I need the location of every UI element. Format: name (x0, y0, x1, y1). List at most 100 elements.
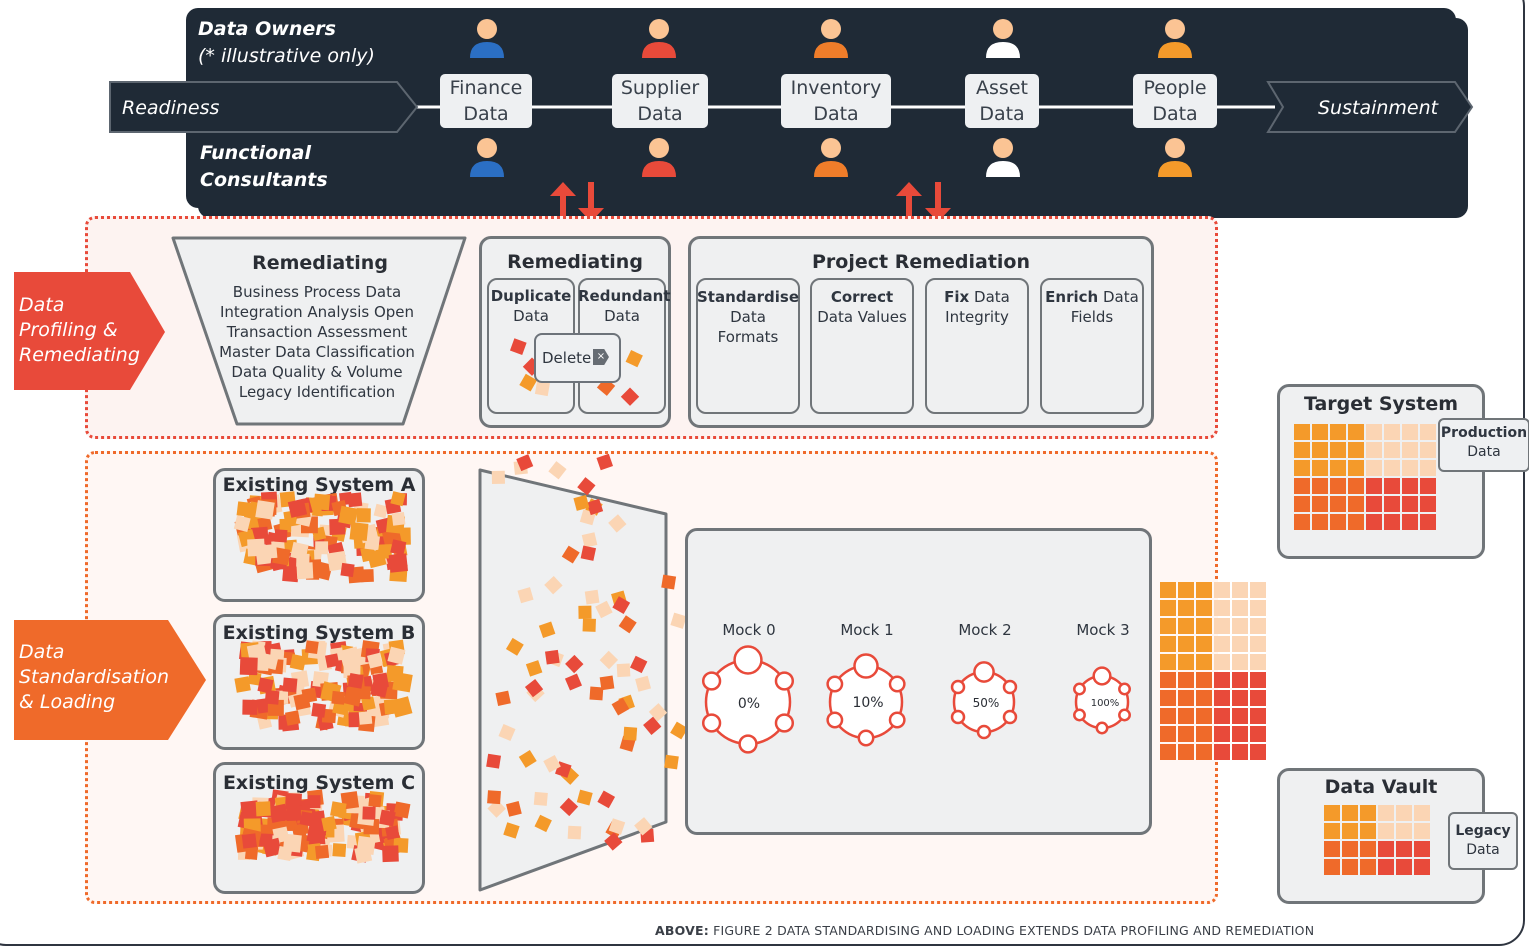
system-a-title: Existing System A (222, 474, 416, 496)
grid-cell (1402, 460, 1418, 476)
flow-arrows-asset (896, 182, 951, 222)
grid-cell (1160, 654, 1176, 670)
grid-cell (1250, 636, 1266, 652)
record-square (648, 703, 668, 722)
record-square (559, 797, 579, 817)
record-square (525, 660, 543, 677)
grid-cell (1178, 654, 1194, 670)
funnel-items: Business Process Data Integration Analys… (219, 283, 415, 401)
record-square (239, 657, 258, 676)
record-square (262, 543, 278, 559)
grid-cell (1342, 841, 1358, 857)
grid-cell (1330, 478, 1346, 494)
record-square (670, 612, 687, 629)
grid-cell (1330, 460, 1346, 476)
grid-cell (1214, 672, 1230, 688)
grid-cell (1324, 841, 1340, 857)
record-square (391, 696, 413, 718)
record-square (533, 791, 548, 806)
grid-cell (1160, 618, 1176, 634)
record-square (290, 541, 309, 561)
record-square (635, 675, 652, 692)
grid-cell (1414, 859, 1430, 875)
record-square (564, 673, 582, 691)
record-square (623, 726, 638, 741)
record-square (338, 505, 358, 526)
grid-cell (1384, 496, 1400, 512)
grid-cell (1178, 672, 1194, 688)
record-square (360, 569, 374, 583)
flow-arrows-supplier (550, 182, 604, 222)
record-square (534, 814, 552, 833)
data-owners-label: Data Owners (198, 18, 336, 40)
funnel-title: Remediating (252, 252, 388, 274)
grid-cell (1342, 859, 1358, 875)
record-square (310, 816, 324, 829)
grid-cell (1178, 618, 1194, 634)
record-square (629, 655, 648, 674)
record-square (364, 535, 380, 551)
record-square (597, 790, 616, 809)
grid-cell (1160, 600, 1176, 616)
readiness-label: Readiness (122, 97, 220, 119)
grid-cell (1378, 805, 1394, 821)
record-square (378, 809, 396, 827)
mock-ring-2 (950, 661, 1018, 740)
record-square (578, 605, 592, 619)
record-square (244, 846, 259, 860)
grid-cell (1160, 672, 1176, 688)
record-square (388, 553, 409, 573)
record-square (331, 690, 346, 705)
grid-cell (1196, 618, 1212, 634)
grid-cell (1196, 744, 1212, 760)
grid-cell (1384, 478, 1400, 494)
profiling-label: Data Profiling & Remediating (19, 294, 140, 366)
record-clusters (233, 491, 413, 864)
grid-cell (1160, 744, 1176, 760)
project-remediation-title: Project Remediation (811, 251, 1031, 273)
person-icon (642, 138, 676, 177)
record-square (543, 754, 561, 773)
record-square (257, 677, 274, 694)
grid-cell (1420, 514, 1436, 530)
grid-cell (1384, 514, 1400, 530)
grid-cell (1214, 618, 1230, 634)
grid-cell (1196, 582, 1212, 598)
grid-cell (1196, 726, 1212, 742)
grid-cell (1294, 496, 1310, 512)
delete-label[interactable]: Delete (542, 349, 592, 367)
grid-cell (1330, 514, 1346, 530)
record-square (498, 723, 516, 742)
grid-cell (1214, 708, 1230, 724)
grid-cell (1294, 460, 1310, 476)
record-square (643, 716, 662, 735)
record-square (362, 806, 376, 820)
grid-cell (1250, 744, 1266, 760)
grid-cell (1312, 478, 1328, 494)
mock-0-pct: 0% (737, 696, 761, 712)
record-square (604, 832, 623, 851)
grid-cell (1348, 460, 1364, 476)
grid-cell (1366, 496, 1382, 512)
delete-close-icon[interactable]: × (593, 349, 609, 365)
record-square (284, 792, 302, 810)
record-square (567, 825, 582, 840)
record-square (518, 749, 537, 768)
record-square (544, 649, 560, 665)
record-square (286, 805, 302, 821)
grid-cell (1420, 442, 1436, 458)
person-icon (470, 19, 504, 58)
record-square (321, 815, 337, 832)
record-square (661, 574, 677, 590)
duplicates-box-title: Remediating (507, 251, 643, 273)
grid-cell (1214, 600, 1230, 616)
grid-cell (1312, 442, 1328, 458)
record-square (255, 801, 271, 817)
record-square (608, 818, 626, 835)
record-square (487, 799, 506, 818)
